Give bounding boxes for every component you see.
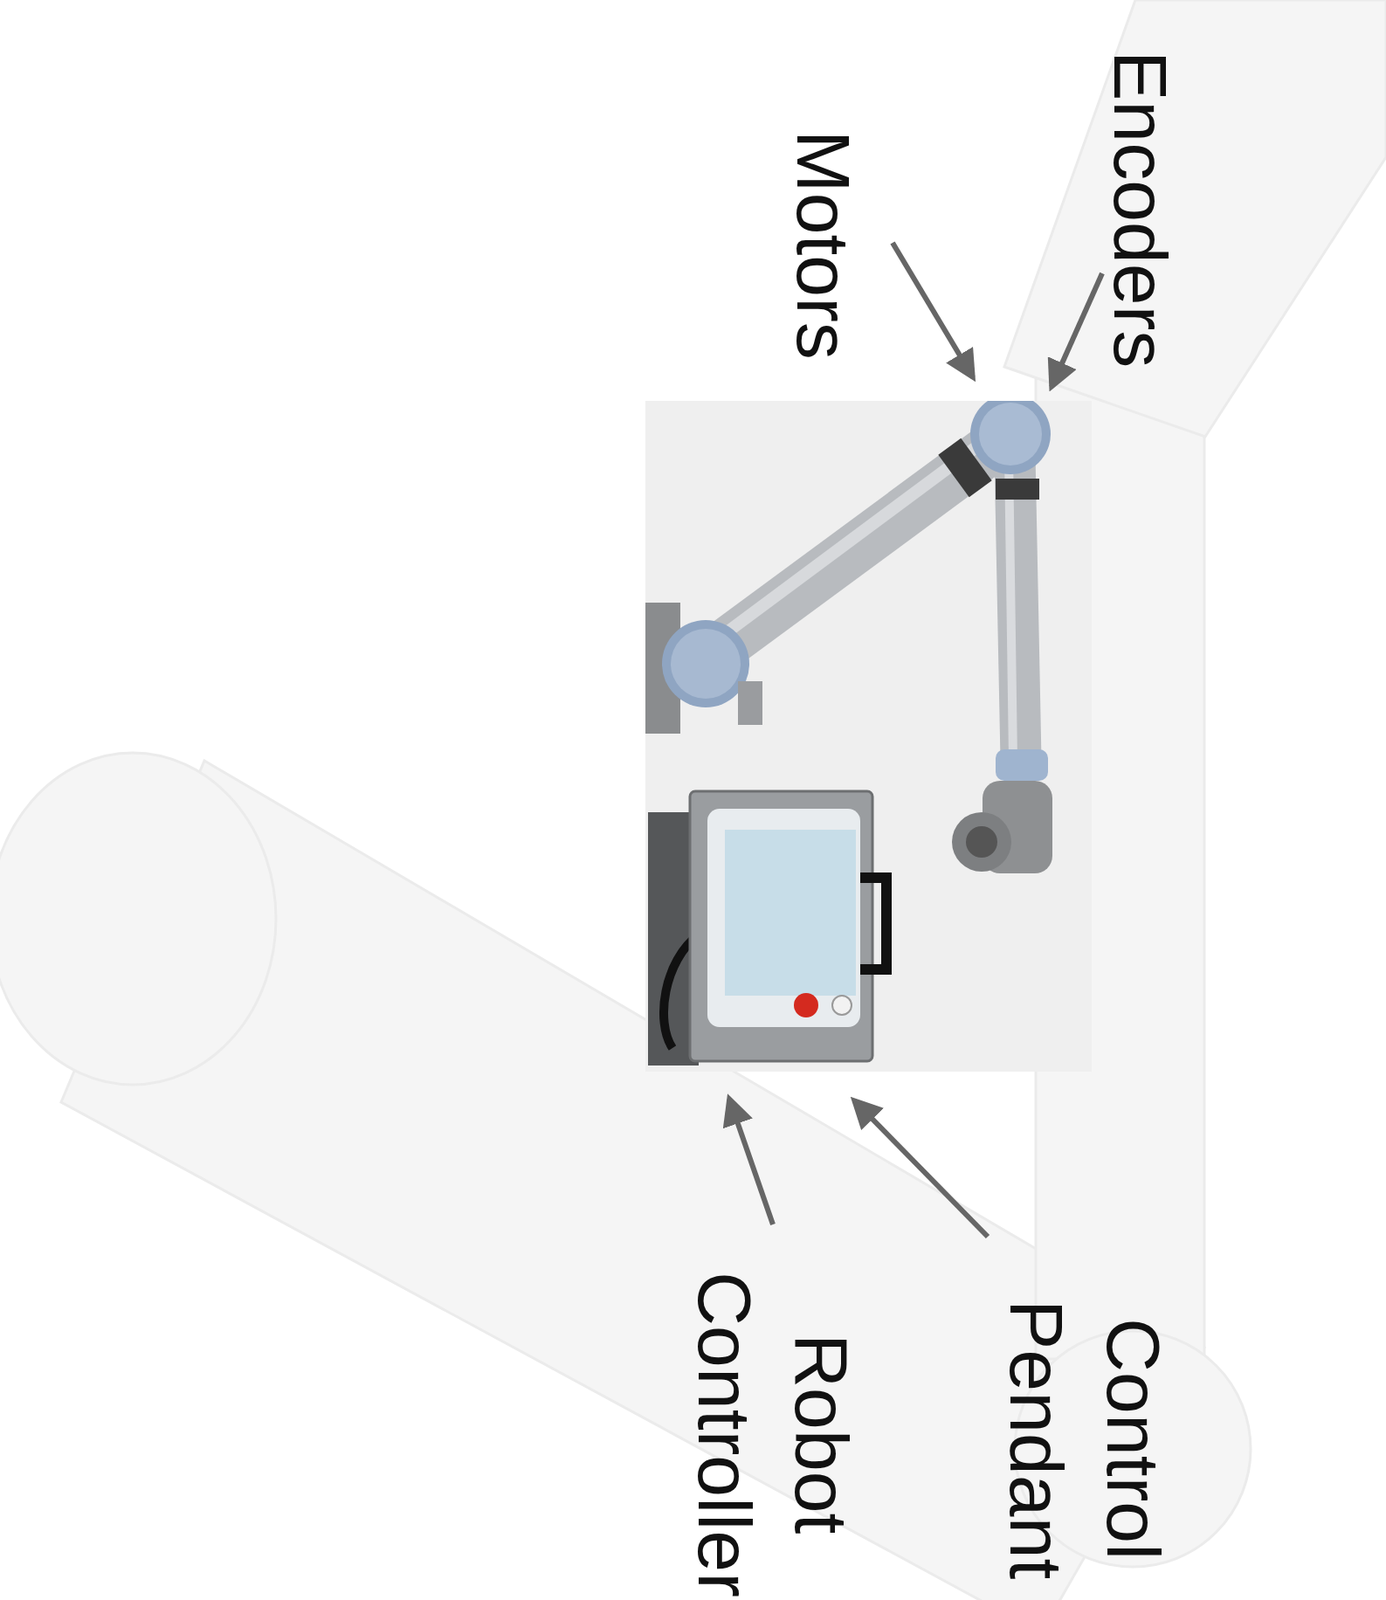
leader-arrows (729, 242, 1103, 1237)
part-label: Control Pendant (987, 1255, 1182, 1600)
leader-arrow (892, 242, 973, 378)
robot-photo (645, 400, 1092, 1072)
part-label: Robot Controller (675, 1250, 870, 1600)
leader-arrow (1051, 273, 1103, 387)
part-label: Encoders (1091, 17, 1189, 402)
part-label: Motors (774, 52, 872, 437)
leader-arrow (729, 1098, 773, 1225)
leader-arrow (854, 1100, 988, 1237)
